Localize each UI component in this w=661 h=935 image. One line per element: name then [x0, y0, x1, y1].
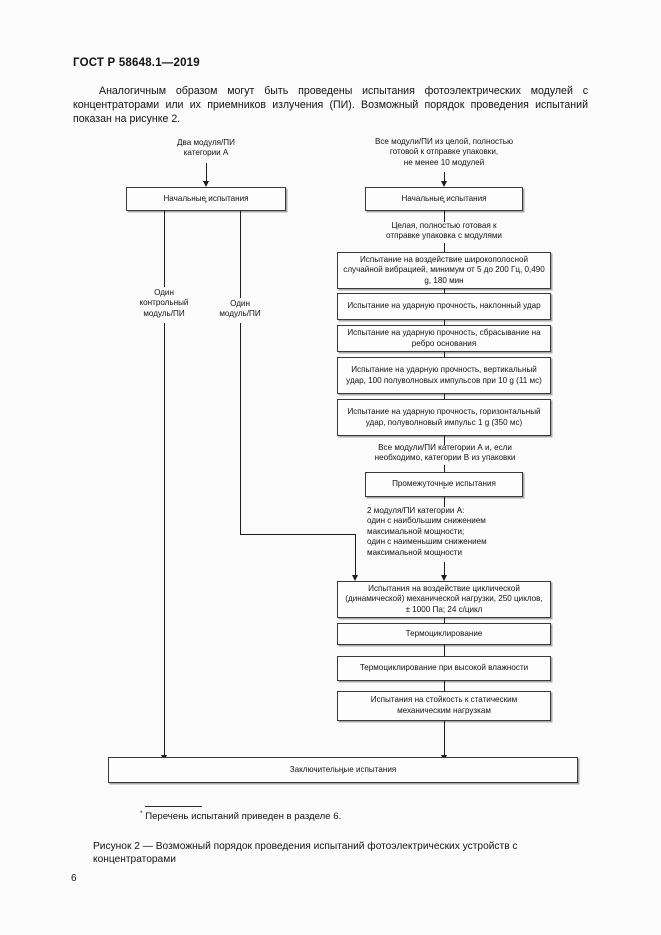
chain-connector-10: [444, 645, 445, 656]
box-test-edge-drop: Испытание на ударную прочность, сбрасыва…: [337, 325, 551, 352]
right-input-connector: [444, 172, 445, 183]
box-test-thermal-cycling: Термоциклирование: [337, 623, 551, 645]
right-package-connector-b: [444, 243, 445, 253]
left-single-arrowhead: [351, 575, 358, 581]
box-left-initial-test: Начальные испытания*: [126, 187, 286, 211]
right-package-note: Целая, полностью готовая к отправке упак…: [386, 221, 502, 241]
cyclic-load-arrowhead: [440, 575, 447, 581]
chain-connector-11: [444, 681, 445, 692]
chain-connector-8: [444, 562, 445, 578]
right-input-arrowhead: [440, 181, 447, 187]
chain-connector-4: [444, 394, 445, 400]
chain-connector-2: [444, 320, 445, 326]
left-single-connector-join: [355, 534, 356, 578]
left-control-connector-top: [164, 211, 165, 287]
standard-number: ГОСТ Р 58648.1—2019: [73, 57, 200, 69]
box-left-initial-test-label: Начальные испытания: [163, 193, 249, 203]
page-number: 6: [71, 873, 77, 884]
chain-connector-9: [444, 618, 445, 624]
footnote-marker: *: [140, 809, 143, 817]
box-final-test-label: Заключительные испытания: [289, 764, 397, 774]
box-test-vertical-impact: Испытание на ударную прочность, вертикал…: [337, 357, 551, 394]
box-test-cyclic-load: Испытания на воздействие циклической (ди…: [337, 581, 551, 618]
right-category-note: Все модули/ПИ категории А и, если необхо…: [374, 443, 516, 463]
left-control-note: Один контрольный модуль/ПИ: [139, 288, 189, 318]
intro-paragraph: Аналогичным образом могут быть проведены…: [73, 84, 588, 127]
chain-connector-5: [444, 436, 445, 445]
left-single-connector-down: [240, 323, 241, 534]
left-control-connector-bottom: [164, 323, 165, 758]
box-test-horizontal-impact: Испытание на ударную прочность, горизонт…: [337, 399, 551, 436]
right-package-connector-a: [444, 211, 445, 222]
footnote-text: Перечень испытаний приведен в разделе 6.: [145, 811, 342, 822]
left-single-note: Один модуль/ПИ: [219, 299, 261, 319]
left-single-connector-top: [240, 211, 241, 298]
box-test-inclined-impact: Испытание на ударную прочность, наклонны…: [337, 293, 551, 320]
chain-connector-7: [444, 497, 445, 507]
figure-caption: Рисунок 2 — Возможный порядок проведения…: [93, 841, 518, 865]
box-final-test: Заключительные испытания*: [108, 757, 578, 783]
left-input-note: Два модуля/ПИ категории А: [177, 138, 235, 158]
box-test-humidity-freeze: Термоциклирование при высокой влажности: [337, 656, 551, 681]
intro-paragraph-text: Аналогичным образом могут быть проведены…: [73, 85, 588, 126]
footnote-rule: [145, 806, 202, 807]
box-intermediate-test: Промежуточные испытания*: [365, 472, 523, 497]
chain-connector-6: [444, 465, 445, 474]
box-right-initial-test-label: Начальные испытания: [401, 193, 487, 203]
box-intermediate-test-label: Промежуточные испытания: [392, 479, 496, 489]
right-selection-note: 2 модуля/ПИ категории А: один с наибольш…: [367, 506, 487, 557]
left-input-arrowhead: [202, 181, 209, 187]
left-single-connector-horizontal: [240, 534, 356, 535]
chain-connector-3: [444, 352, 445, 358]
right-input-note: Все модули/ПИ из целой, полностью готово…: [374, 137, 514, 167]
footnote: * Перечень испытаний приведен в разделе …: [140, 810, 341, 823]
box-right-initial-test: Начальные испытания*: [365, 187, 523, 211]
box-test-static-load: Испытания на стойкость к статическим мех…: [337, 691, 551, 721]
left-input-connector: [206, 163, 207, 183]
chain-connector-12: [444, 721, 445, 758]
box-test-vibration: Испытание на воздействие широкополосной …: [337, 252, 551, 289]
chain-connector-1: [444, 289, 445, 294]
